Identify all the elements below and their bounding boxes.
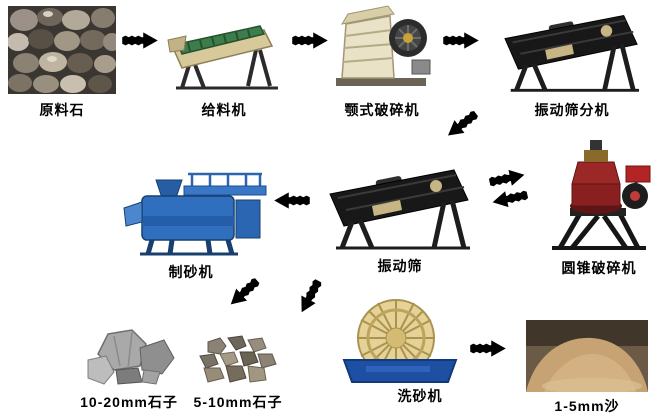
label-sand-maker: 制砂机 <box>168 264 214 280</box>
vibrating-classifier-image <box>491 6 653 96</box>
cone-crusher-image <box>538 132 660 254</box>
vibrating-screen-image <box>316 160 484 254</box>
arrow-screen-to-sandmaker <box>274 192 310 209</box>
label-sand-1-5: 1-5mm沙 <box>554 398 620 414</box>
stone-5-10-image <box>190 330 282 388</box>
arrow-screen-to-stone-5-10 <box>301 279 322 313</box>
jaw-crusher-image <box>328 2 436 96</box>
label-stone-5-10: 5-10mm石子 <box>193 394 283 410</box>
label-vibrating-screen: 振动筛 <box>377 258 423 274</box>
arrow-jaw-to-classifier <box>443 32 479 49</box>
arrow-classifier-down <box>447 111 478 136</box>
feeder-image <box>160 10 288 94</box>
sand-washer-image <box>336 296 464 384</box>
arrow-screen-to-cone <box>488 169 525 187</box>
label-raw-stone: 原料石 <box>39 102 85 118</box>
label-feeder: 给料机 <box>201 102 247 118</box>
sand-1-5-image <box>526 320 648 392</box>
arrow-raw-to-feeder <box>122 32 158 49</box>
label-jaw-crusher: 颚式破碎机 <box>344 102 420 118</box>
label-cone-crusher: 圆锥破碎机 <box>561 260 637 276</box>
arrow-screen-to-stone-10-20 <box>230 278 260 305</box>
label-stone-10-20: 10-20mm石子 <box>80 394 178 410</box>
label-sand-washer: 洗砂机 <box>397 388 443 404</box>
arrow-washer-to-sand <box>470 340 506 357</box>
arrow-cone-to-screen <box>492 190 529 208</box>
stone-10-20-image <box>80 326 178 388</box>
raw-stone-image <box>8 6 116 94</box>
arrow-feeder-to-jaw <box>292 32 328 49</box>
label-vibrating-classifier: 振动筛分机 <box>534 102 610 118</box>
sand-maker-image <box>112 158 270 258</box>
